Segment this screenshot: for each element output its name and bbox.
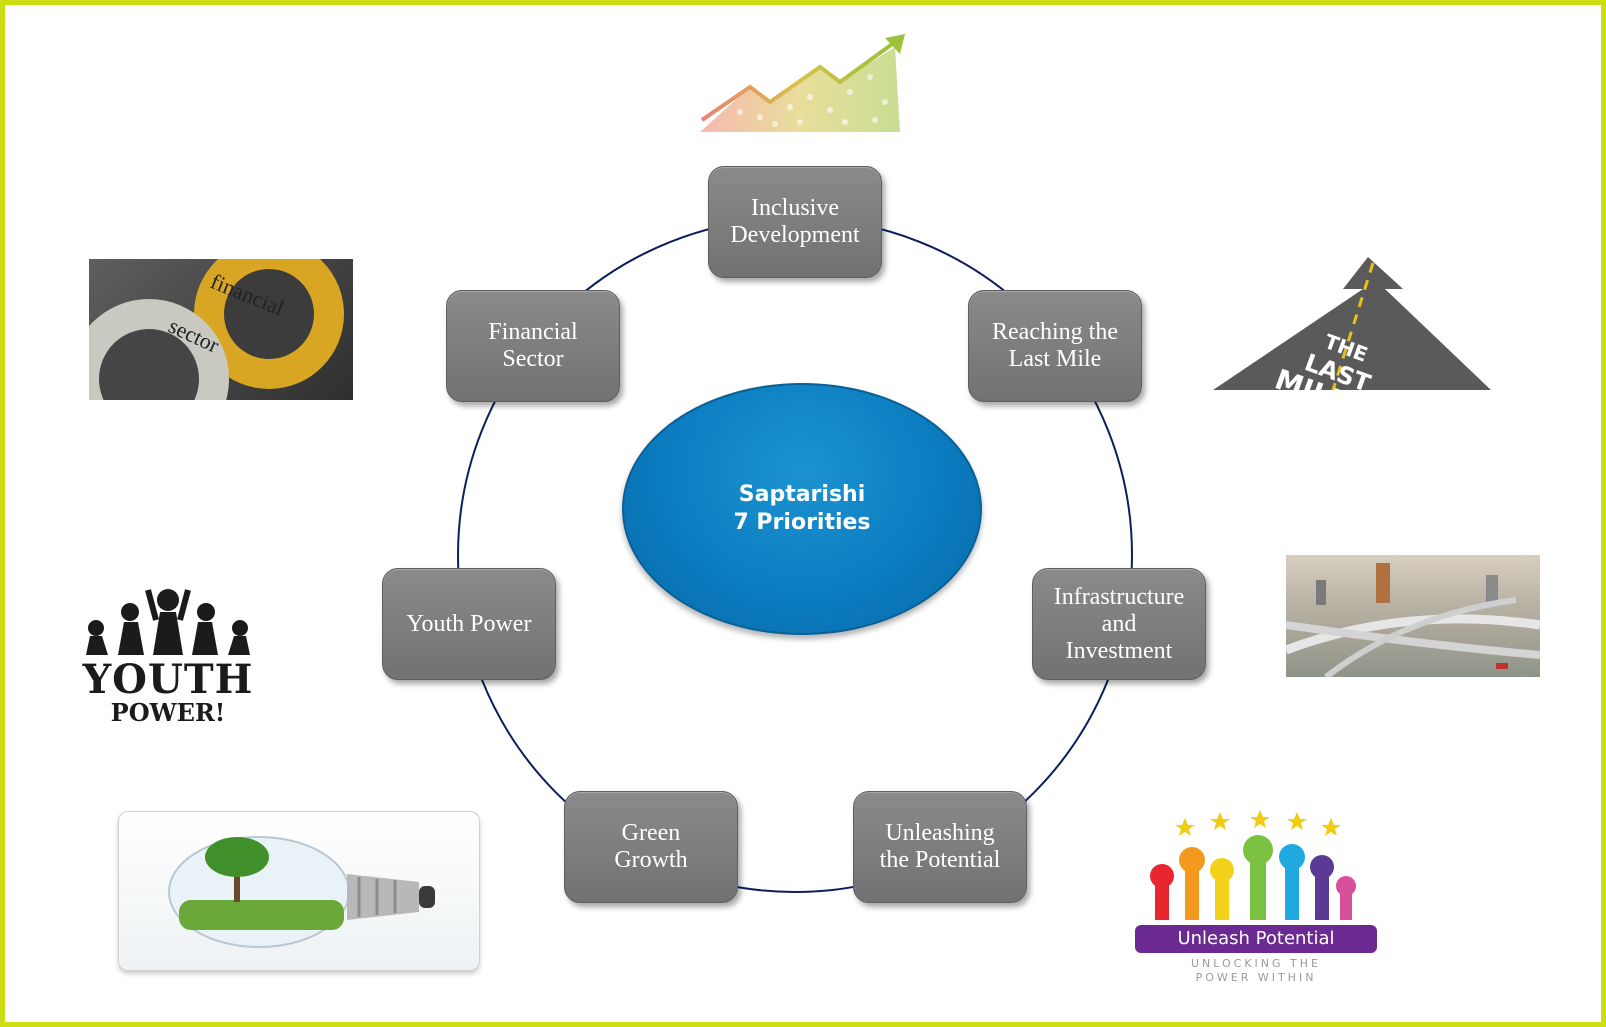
- node-inclusive-development[interactable]: Inclusive Development: [708, 166, 882, 278]
- center-label: Saptarishi 7 Priorities: [733, 482, 871, 535]
- power-word: POWER!: [110, 698, 226, 727]
- unleash-tagline-2: POWER WITHIN: [1195, 971, 1317, 984]
- youth-word: YOUTH: [82, 656, 254, 703]
- node-label: Reaching the Last Mile: [992, 319, 1118, 372]
- unleash-tagline-1: UNLOCKING THE: [1190, 957, 1321, 970]
- unleash-banner: Unleash Potential: [1135, 925, 1377, 953]
- node-label: Unleashing the Potential: [879, 820, 1001, 873]
- node-green-growth[interactable]: Green Growth: [564, 791, 738, 903]
- node-label: Inclusive Development: [730, 195, 860, 248]
- last-mile-road-image: THE LAST MILE: [1213, 257, 1491, 390]
- node-unleashing-potential[interactable]: Unleashing the Potential: [853, 791, 1027, 903]
- node-label: Infrastructure and Investment: [1053, 583, 1185, 664]
- node-label: Youth Power: [406, 610, 532, 637]
- node-infrastructure-investment[interactable]: Infrastructure and Investment: [1032, 568, 1206, 680]
- highway-image: [1286, 555, 1540, 677]
- growth-arrow-image: [700, 34, 905, 132]
- center-ellipse: Saptarishi 7 Priorities: [622, 383, 982, 635]
- node-youth-power[interactable]: Youth Power: [382, 568, 556, 680]
- green-bulb-image: [118, 811, 480, 971]
- node-reaching-last-mile[interactable]: Reaching the Last Mile: [968, 290, 1142, 402]
- node-label: Green Growth: [614, 820, 688, 873]
- youth-power-logo: YOUTH POWER!: [68, 580, 268, 730]
- node-financial-sector[interactable]: Financial Sector: [446, 290, 620, 402]
- financial-gears-image: financial sector: [89, 259, 353, 400]
- node-label: Financial Sector: [488, 319, 578, 372]
- unleash-potential-logo: Unleash Potential UNLOCKING THE POWER WI…: [1125, 810, 1387, 985]
